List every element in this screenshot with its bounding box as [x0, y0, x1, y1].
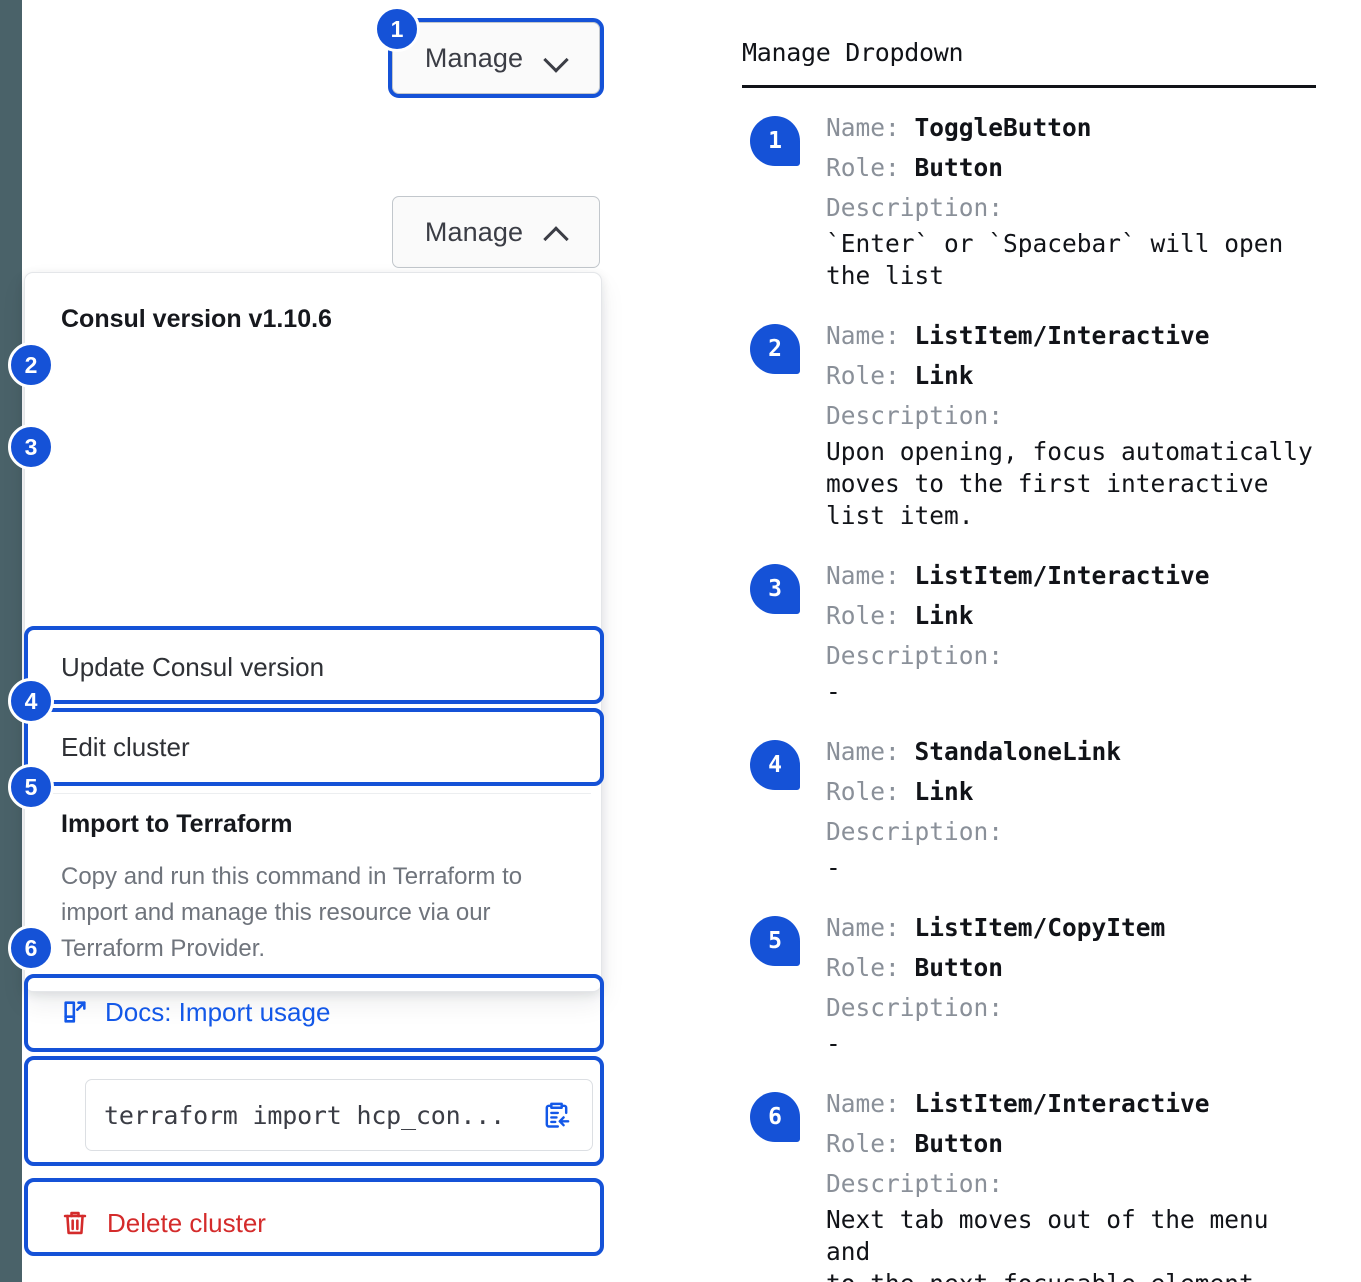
marker-4: 4	[8, 678, 54, 724]
annotation-description-label: Description:	[826, 641, 1004, 670]
annotation-name-label: Name:	[826, 913, 900, 942]
manage-toggle-label: Manage	[424, 42, 524, 73]
annotation-role-value: Button	[914, 953, 1004, 982]
annotation-name-label: Name:	[826, 113, 900, 142]
docs-link-label: Docs: Import usage	[105, 996, 331, 1027]
annotation-name-value: ListItem/Interactive	[914, 561, 1210, 590]
annotation-name-value: ToggleButton	[914, 113, 1092, 142]
annotation-role-value: Button	[914, 1129, 1004, 1158]
annotation-name-label: Name:	[826, 321, 900, 350]
annotation-description-label: Description:	[826, 993, 1004, 1022]
annotation-role-value: Link	[914, 777, 974, 806]
terraform-command-text: terraform import hcp_con...	[104, 1100, 505, 1130]
docs-external-link-icon	[61, 998, 89, 1026]
annotation-entry: 1 Name: ToggleButton Role: Button Descri…	[742, 108, 1322, 292]
annotation-pin-2: 2	[750, 324, 800, 374]
manage-toggle-button-open[interactable]: Manage	[392, 196, 600, 268]
annotation-description-label: Description:	[826, 401, 1004, 430]
annotation-role-value: Link	[914, 361, 974, 390]
annotation-name-value: ListItem/Interactive	[914, 1089, 1210, 1118]
annotation-role-value: Link	[914, 601, 974, 630]
trash-icon	[61, 1209, 89, 1237]
annotation-title-rule	[742, 85, 1316, 88]
annotation-entry: 3 Name: ListItem/Interactive Role: Link …	[742, 556, 1322, 708]
import-terraform-title: Import to Terraform	[61, 810, 293, 838]
menu-divider	[37, 793, 591, 794]
annotation-name-value: ListItem/CopyItem	[914, 913, 1166, 942]
marker-6: 6	[8, 925, 54, 971]
annotation-description-value: Next tab moves out of the menu and to th…	[826, 1205, 1269, 1282]
annotation-description-value: -	[826, 677, 841, 706]
annotation-description-value: -	[826, 1029, 841, 1058]
manage-toggle-label-open: Manage	[424, 216, 524, 247]
menu-item-edit-cluster[interactable]: Edit cluster	[25, 708, 601, 786]
menu-item-delete-cluster[interactable]: Delete cluster	[25, 1185, 601, 1261]
clipboard-copy-icon[interactable]	[541, 1100, 572, 1131]
marker-1: 1	[374, 6, 420, 52]
annotation-description-label: Description:	[826, 193, 1004, 222]
annotation-name-label: Name:	[826, 737, 900, 766]
annotation-pin-6: 6	[750, 1092, 800, 1142]
annotation-pin-1: 1	[750, 116, 800, 166]
marker-5: 5	[8, 764, 54, 810]
annotation-entry: 4 Name: StandaloneLink Role: Link Descri…	[742, 732, 1322, 884]
annotation-role-label: Role:	[826, 153, 900, 182]
chevron-up-icon	[545, 221, 567, 243]
annotation-panel: Manage Dropdown 1 Name: ToggleButton Rol…	[742, 38, 1322, 1282]
delete-cluster-label: Delete cluster	[107, 1207, 266, 1238]
annotation-name-value: StandaloneLink	[914, 737, 1122, 766]
annotation-entry: 5 Name: ListItem/CopyItem Role: Button D…	[742, 908, 1322, 1060]
annotation-name-label: Name:	[826, 561, 900, 590]
menu-item-update-consul-version[interactable]: Update Consul version	[25, 628, 601, 706]
annotation-panel-title: Manage Dropdown	[742, 38, 964, 67]
marker-2: 2	[8, 342, 54, 388]
menu-item-edit-label: Edit cluster	[61, 731, 190, 762]
annotation-role-label: Role:	[826, 777, 900, 806]
annotation-name-label: Name:	[826, 1089, 900, 1118]
annotation-entry: 6 Name: ListItem/Interactive Role: Butto…	[742, 1084, 1322, 1282]
annotation-pin-3: 3	[750, 564, 800, 614]
annotation-role-label: Role:	[826, 953, 900, 982]
terraform-command-copy-item[interactable]: terraform import hcp_con...	[85, 1079, 593, 1151]
import-terraform-description: Copy and run this command in Terraform t…	[61, 863, 523, 962]
annotation-role-label: Role:	[826, 1129, 900, 1158]
manage-dropdown-mock: Manage 1 Manage Consul version v1.10.6 U…	[0, 0, 700, 1282]
annotation-description-value: `Enter` or `Spacebar` will open the list	[826, 229, 1284, 290]
annotation-description-label: Description:	[826, 1169, 1004, 1198]
docs-import-usage-link[interactable]: Docs: Import usage	[25, 975, 601, 1049]
annotation-description-value: Upon opening, focus automatically moves …	[826, 437, 1313, 530]
annotation-pin-4: 4	[750, 740, 800, 790]
chevron-down-icon	[545, 47, 567, 69]
annotation-role-label: Role:	[826, 601, 900, 630]
annotation-role-label: Role:	[826, 361, 900, 390]
annotation-role-value: Button	[914, 153, 1004, 182]
marker-3: 3	[8, 424, 54, 470]
manage-toggle-button-closed[interactable]: Manage	[392, 22, 600, 94]
consul-version-header: Consul version v1.10.6	[61, 305, 332, 333]
manage-dropdown-panel: Consul version v1.10.6 Update Consul ver…	[24, 272, 602, 1238]
annotation-pin-5: 5	[750, 916, 800, 966]
annotation-description-value: -	[826, 853, 841, 882]
menu-item-update-label: Update Consul version	[61, 651, 325, 682]
annotation-description-label: Description:	[826, 817, 1004, 846]
annotation-entry: 2 Name: ListItem/Interactive Role: Link …	[742, 316, 1322, 532]
annotation-name-value: ListItem/Interactive	[914, 321, 1210, 350]
